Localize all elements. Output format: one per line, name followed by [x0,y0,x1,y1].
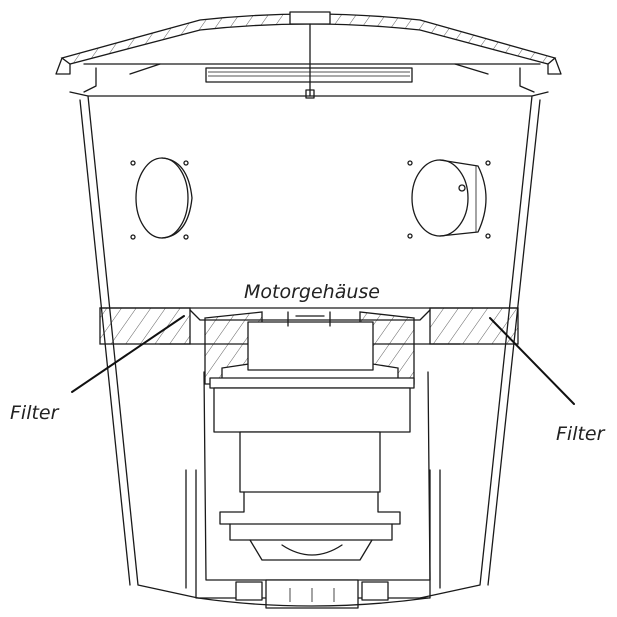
filter-label-left: Filter [10,402,60,424]
filter-label-right: Filter [556,423,606,445]
motor-housing-label: Motorgehäuse [244,281,380,303]
motor-base [185,469,441,609]
filter-plate [99,307,519,345]
leader-line-left [71,315,185,393]
motor-housing [204,311,415,385]
leader-line-right [489,317,575,405]
motor [203,371,431,581]
lid [55,11,562,99]
inlet-port-right [407,159,491,239]
inlet-port-left [130,157,193,240]
